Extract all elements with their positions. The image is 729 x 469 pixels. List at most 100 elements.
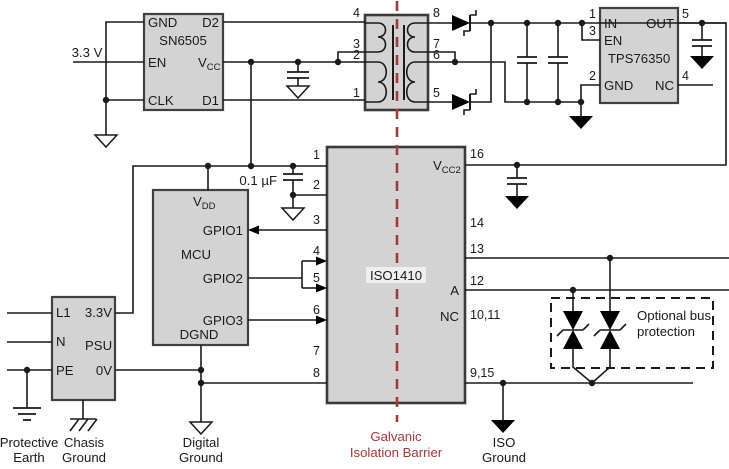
iso-ground-symbol-out-cap [690, 56, 714, 69]
xfmr-pin-1: 1 [353, 86, 360, 100]
iso-ground-line1: ISO [493, 435, 516, 450]
tps-num-2: 2 [589, 69, 596, 83]
tps-pin-out: OUT [646, 16, 674, 31]
wire-secondary-bottom-diode [428, 23, 492, 115]
digital-ground-symbol-vcc-cap [285, 85, 311, 100]
psu-name: PSU [85, 338, 112, 353]
wire-sn6505-gnd-clk [102, 21, 144, 135]
capacitor-bulk-1 [517, 23, 537, 102]
psu-body [50, 295, 117, 402]
tvs-diode-left [556, 290, 593, 384]
iso-ground-symbol-main [491, 420, 515, 433]
arrow-into-mcu [248, 225, 259, 235]
mcu-pin-dgnd: DGND [180, 327, 219, 342]
xfmr-pin-7: 7 [433, 37, 440, 51]
arrow-into-iso-pin4 [316, 256, 327, 266]
wire-vcc-centertap [223, 51, 365, 66]
wire-tps-en [581, 23, 600, 41]
capacitor-vcc2 [505, 165, 529, 209]
iso-num-1: 1 [313, 148, 320, 162]
psu-labels: L1 3.3V N PSU PE 0V [56, 305, 112, 378]
mcu-labels: VDD GPIO1 MCU GPIO2 GPIO3 DGND [180, 194, 243, 342]
capacitor-vcc-decoupling [285, 62, 311, 100]
mcu-pin-vdd: VDD [193, 194, 216, 212]
iso1410-labels: ISO1410 VCC2 A NC 1 2 3 4 5 6 7 8 16 14 … [313, 147, 500, 380]
protective-earth-line2: Earth [13, 450, 45, 465]
chassis-ground-symbol [69, 400, 98, 432]
transformer-core [392, 25, 405, 100]
wire-gpio1 [248, 225, 327, 235]
digital-ground-symbol-sn6505 [93, 134, 119, 149]
sn6505-pin-clk: CLK [148, 93, 174, 108]
digital-ground-symbol-main [188, 421, 214, 436]
capacitor-0p1uf [283, 166, 303, 195]
psu-pin-l1: L1 [56, 305, 71, 320]
iso1410-name: ISO1410 [370, 268, 422, 283]
wire-0v-dgnd [115, 345, 327, 436]
wire-bus-12 [465, 286, 729, 294]
wire-gpio2-split [248, 256, 327, 293]
tps-pin-in: IN [604, 16, 617, 31]
iso-ground-symbol-vcc2-cap [505, 196, 529, 209]
iso-ground-symbol-tps [569, 116, 593, 129]
galvanic-line2: Isolation Barrier [350, 445, 443, 460]
optional-line2: protection [637, 324, 695, 339]
iso-num-16: 16 [470, 147, 484, 161]
iso-num-9-15: 9,15 [470, 366, 494, 380]
transformer-pin-numbers: 4 3 2 1 8 7 6 5 [353, 6, 440, 100]
iso-num-13: 13 [470, 242, 484, 256]
sn6505-labels: GND D2 SN6505 EN VCC CLK D1 [148, 15, 221, 108]
tvs-diode-right [591, 258, 627, 384]
wire-psu-inputs [7, 312, 52, 374]
iso-num-8: 8 [313, 366, 320, 380]
iso-num-6: 6 [313, 303, 320, 317]
ground-name-labels: Protective Earth Chasis Ground Digital G… [0, 435, 526, 465]
mcu-pin-gpio2: GPIO2 [203, 271, 243, 286]
tps76350-body [598, 6, 680, 105]
wire-iso-gnd2 [465, 379, 693, 433]
xfmr-pin-8: 8 [433, 6, 440, 20]
chasis-ground-line1: Chasis [64, 435, 105, 450]
supply-3v3-label: 3.3 V [72, 45, 103, 60]
capacitor-bulk-2 [548, 23, 568, 102]
protective-earth-line1: Protective [0, 435, 58, 450]
tps-num-4: 4 [682, 69, 689, 83]
sn6505-pin-gnd: GND [148, 15, 177, 30]
wire-tps-out-vcc2 [465, 22, 727, 169]
galvanic-isolation-label: Galvanic Isolation Barrier [350, 429, 443, 460]
iso-num-7: 7 [313, 344, 320, 358]
iso-pin-nc: NC [440, 309, 460, 324]
psu-pin-33v: 3.3V [85, 305, 112, 320]
optional-protection-outline [550, 297, 714, 369]
arrow-into-iso-pin5 [316, 283, 327, 293]
arrow-into-iso-pin6 [316, 315, 327, 325]
tps-name: TPS76350 [608, 51, 670, 66]
iso-num-14: 14 [470, 216, 484, 230]
digital-ground-line2: Ground [179, 450, 223, 465]
wire-tps-gnd [569, 84, 600, 129]
xfmr-pin-6: 6 [433, 48, 440, 62]
wire-bus-13 [465, 254, 729, 262]
wire-iso-pin2-gnd [280, 191, 327, 222]
sn6505-pin-d2: D2 [202, 15, 219, 30]
iso1410-name-bg [366, 267, 426, 283]
iso-pin-a: A [450, 283, 459, 298]
chasis-ground-line2: Ground [62, 450, 106, 465]
tps-num-3: 3 [589, 24, 596, 38]
sn6505-pin-vcc: VCC [198, 55, 221, 73]
tps-pin-en: EN [604, 33, 622, 48]
tps-num-5: 5 [682, 7, 689, 21]
sn6505-pin-en: EN [148, 55, 166, 70]
mcu-name: MCU [181, 247, 211, 262]
protective-earth-symbol [13, 370, 41, 421]
optional-line1: Optional bus [637, 308, 711, 323]
schottky-diode-top [452, 15, 470, 31]
xfmr-pin-3: 3 [353, 37, 360, 51]
iso-num-5: 5 [313, 271, 320, 285]
iso-pin-vcc2: VCC2 [433, 158, 461, 176]
iso-num-4: 4 [313, 244, 320, 258]
xfmr-pin-4: 4 [353, 6, 360, 20]
sn6505-name: SN6505 [159, 33, 207, 48]
